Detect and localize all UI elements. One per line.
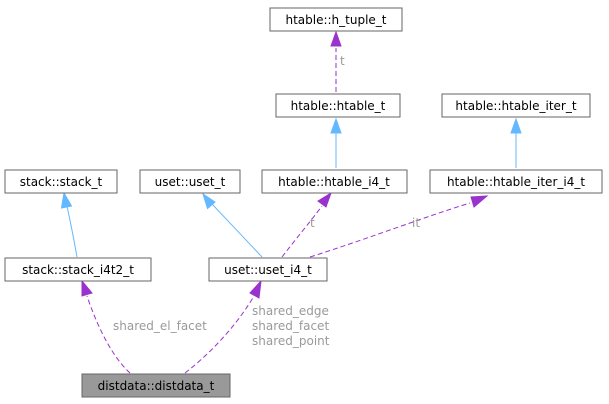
class-node-uset-t[interactable]: uset::uset_t	[139, 169, 241, 194]
class-node-stack-i4t2-t[interactable]: stack::stack_i4t2_t	[4, 257, 152, 282]
svg-text:uset::uset_i4_t: uset::uset_i4_t	[224, 263, 312, 277]
svg-text:htable::htable_iter_i4_t: htable::htable_iter_i4_t	[447, 175, 585, 189]
svg-text:stack::stack_t: stack::stack_t	[20, 175, 103, 189]
svg-text:stack::stack_i4t2_t: stack::stack_i4t2_t	[22, 263, 134, 277]
class-node-stack-t[interactable]: stack::stack_t	[4, 169, 118, 194]
svg-text:uset::uset_t: uset::uset_t	[155, 175, 226, 189]
class-node-distdata-t[interactable]: distdata::distdata_t	[81, 373, 231, 398]
edge-htable-to-h-tuple	[330, 30, 342, 92]
edge-label-shared-edge: shared_edge	[252, 304, 329, 318]
edge-htable-iter-i4-to-htable-iter	[510, 117, 522, 168]
class-node-htable-i4-t[interactable]: htable::htable_i4_t	[261, 169, 408, 194]
edge-label-shared-el-facet: shared_el_facet	[113, 319, 207, 333]
svg-text:distdata::distdata_t: distdata::distdata_t	[98, 379, 215, 393]
edge-stack-i4t2-to-stack	[60, 191, 78, 258]
svg-text:htable::htable_i4_t: htable::htable_i4_t	[278, 175, 390, 189]
edge-label-t-htable-i4: t	[310, 216, 315, 230]
edge-uset-i4-to-htable-i4	[281, 191, 332, 258]
svg-text:htable::htable_iter_t: htable::htable_iter_t	[455, 99, 576, 113]
edge-uset-i4-to-htable-iter-i4	[309, 195, 489, 258]
edge-label-shared-facet: shared_facet	[252, 319, 329, 333]
class-node-htable-iter-i4-t[interactable]: htable::htable_iter_i4_t	[429, 169, 603, 194]
edge-label-it-htable-iter-i4: it	[412, 216, 420, 230]
edge-label-t-h-tuple: t	[340, 54, 345, 68]
class-node-h-tuple-t[interactable]: htable::h_tuple_t	[269, 7, 403, 32]
edge-label-shared-point: shared_point	[252, 334, 330, 348]
class-node-htable-iter-t[interactable]: htable::htable_iter_t	[441, 93, 591, 118]
edge-distdata-to-uset-i4	[184, 279, 262, 374]
edge-distdata-to-stack-i4t2	[81, 279, 131, 374]
svg-text:htable::htable_t: htable::htable_t	[291, 99, 386, 113]
svg-text:htable::h_tuple_t: htable::h_tuple_t	[285, 13, 386, 27]
edge-uset-i4-to-uset	[202, 192, 263, 258]
edge-htable-i4-to-htable	[330, 117, 342, 168]
class-node-uset-i4-t[interactable]: uset::uset_i4_t	[208, 257, 328, 282]
class-node-htable-t[interactable]: htable::htable_t	[275, 93, 401, 118]
